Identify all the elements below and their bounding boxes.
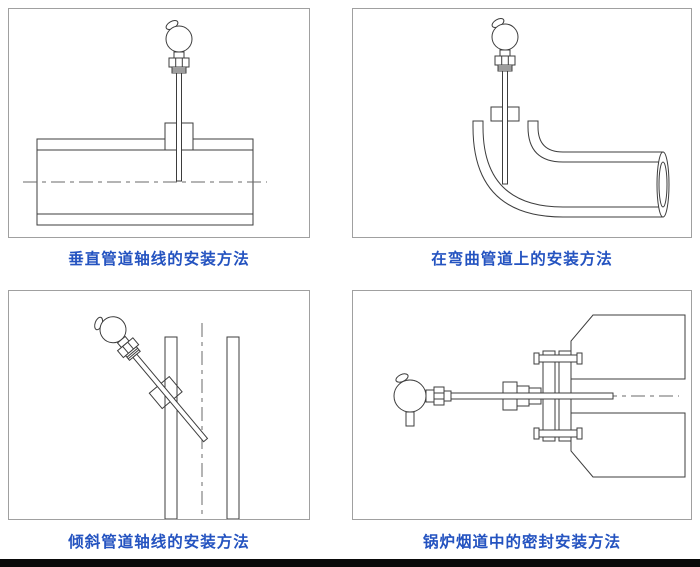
panel-inclined-pipe xyxy=(8,290,310,520)
protection-tube xyxy=(502,70,508,185)
panel-boiler-flue xyxy=(352,290,692,520)
diagram-thermocouple-inclined-installation xyxy=(94,316,240,519)
flange-bolt-top xyxy=(536,354,578,363)
vertical-pipe xyxy=(164,323,240,519)
thermocouple-sensor xyxy=(94,316,209,443)
diagram-thermocouple-sealed-flue-installation xyxy=(393,314,686,478)
connection-head xyxy=(393,379,427,413)
connection-head xyxy=(491,23,519,51)
panel-curved-pipe xyxy=(352,8,692,238)
flange-bolt-bottom xyxy=(536,429,578,438)
caption-curved-pipe: 在弯曲管道上的安装方法 xyxy=(431,251,613,268)
caption-boiler-flue: 锅炉烟道中的密封安装方法 xyxy=(422,534,621,551)
caption-vertical-pipe: 垂直管道轴线的安装方法 xyxy=(68,251,250,268)
diagram-thermocouple-vertical-installation xyxy=(23,20,267,226)
boiler-flue-wall xyxy=(570,314,686,478)
panel-vertical-pipe xyxy=(8,8,310,238)
thermocouple-sensor xyxy=(393,373,614,427)
horizontal-pipe xyxy=(23,138,267,226)
hex-nut xyxy=(168,57,190,68)
connection-head xyxy=(165,25,193,53)
protection-tube xyxy=(450,392,614,400)
diagram-thermocouple-elbow-installation xyxy=(472,18,670,218)
hex-nut xyxy=(494,55,516,66)
protection-tube xyxy=(132,353,209,443)
footer-bar xyxy=(0,559,700,567)
thermocouple-sensor xyxy=(165,20,193,182)
protection-tube xyxy=(176,72,182,182)
thermocouple-sensor xyxy=(491,18,519,185)
elbow-pipe xyxy=(472,120,670,218)
hex-nut xyxy=(433,386,445,406)
caption-inclined-pipe: 倾斜管道轴线的安装方法 xyxy=(68,534,250,551)
conduit-entry xyxy=(405,411,415,427)
